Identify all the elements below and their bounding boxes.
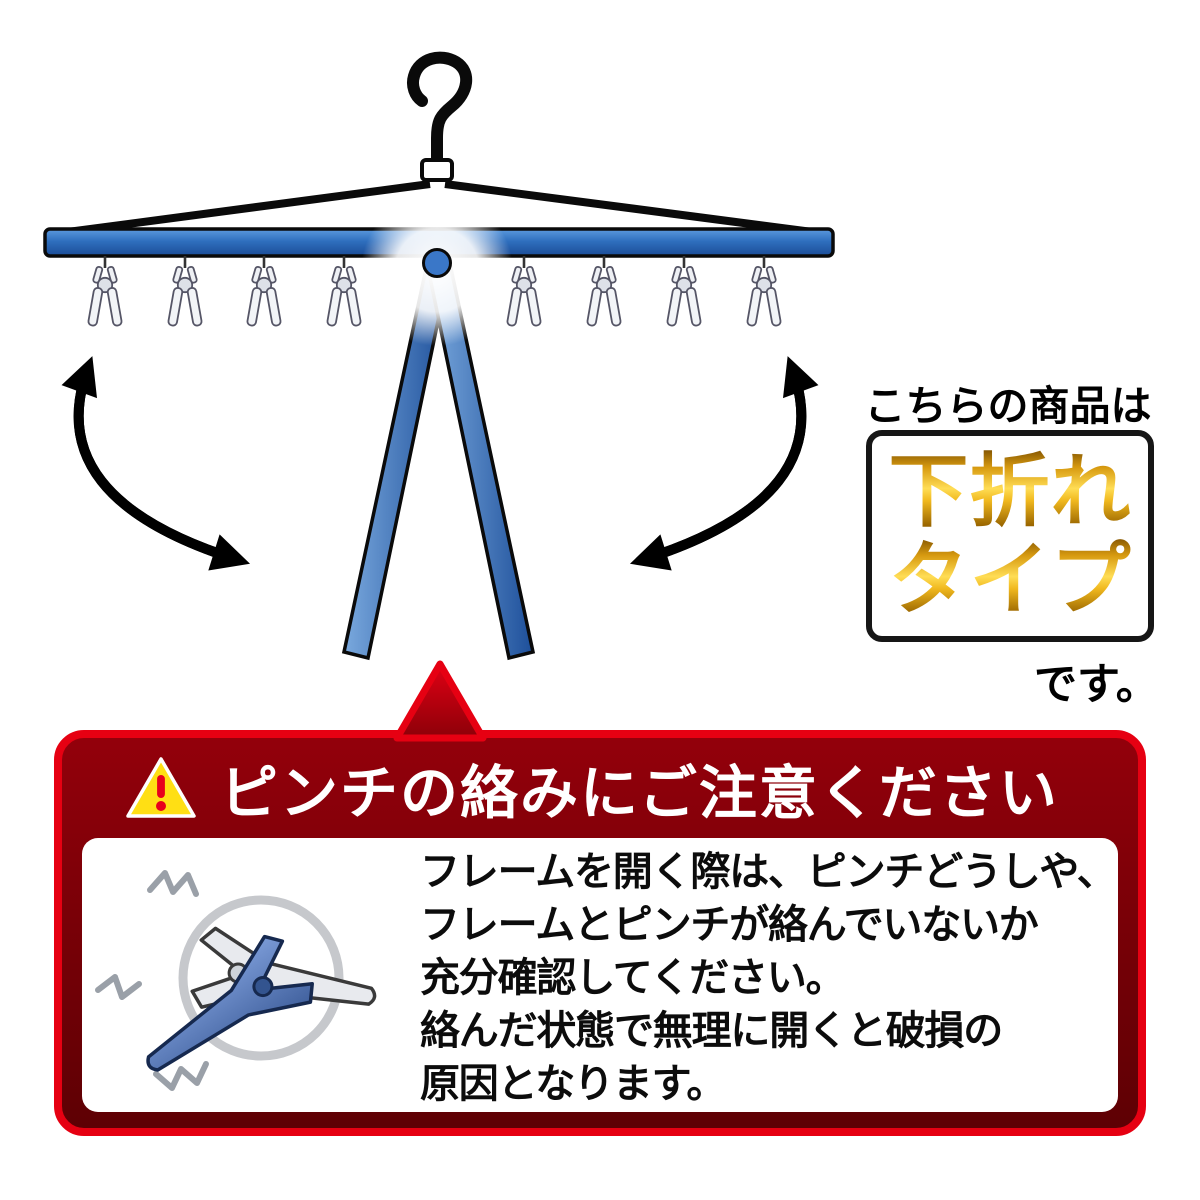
product-note-prefix: こちらの商品は [864, 383, 1152, 429]
hook-collar [420, 158, 454, 182]
warning-content-box: フレームを開く際は、ピンチどうしや、 フレームとピンチが絡んでいないか 充分確認… [82, 838, 1118, 1112]
warning-panel: ピンチの絡みにご注意ください [54, 730, 1146, 1136]
clip [86, 254, 124, 328]
clip [325, 254, 363, 328]
warning-header: ピンチの絡みにご注意ください [62, 738, 1138, 838]
clip [245, 254, 283, 328]
center-pivot [422, 248, 452, 278]
warning-title: ピンチの絡みにご注意ください [220, 761, 1059, 826]
vibration-marks [95, 870, 209, 1091]
warning-body-line: 原因となります。 [420, 1062, 726, 1106]
fold-arrow-right [629, 356, 819, 571]
hanger-frame-wires [59, 180, 821, 237]
fold-type-line2: タイプ [888, 535, 1132, 624]
blue-clip [146, 934, 314, 1072]
fold-type-line1: 下折れ [888, 447, 1132, 536]
warning-body-line: フレームを開く際は、ピンチどうしや、 [420, 850, 1117, 894]
warning-triangle-icon [126, 757, 196, 818]
warning-body-text: フレームを開く際は、ピンチどうしや、 フレームとピンチが絡んでいないか 充分確認… [420, 846, 1118, 1111]
warning-body-line: 絡んだ状態で無理に開くと破損の [420, 1009, 1003, 1053]
clip [665, 254, 703, 328]
warning-body-line: フレームとピンチが絡んでいないか [420, 903, 1039, 947]
clip [166, 254, 204, 328]
clip [585, 254, 623, 328]
clip [745, 254, 783, 328]
warning-pointer-tab [393, 660, 487, 742]
warning-body-line: 充分確認してください。 [420, 956, 846, 1000]
hanger-hook-icon [407, 51, 472, 172]
pinch-hanger-diagram [43, 51, 835, 661]
product-note-suffix: です。 [1034, 661, 1159, 709]
fold-arrow-left [61, 356, 251, 571]
fold-type-badge: 下折れ タイプ [866, 430, 1154, 642]
tangled-clips-illustration [95, 870, 377, 1091]
spring-coil [178, 895, 344, 1061]
